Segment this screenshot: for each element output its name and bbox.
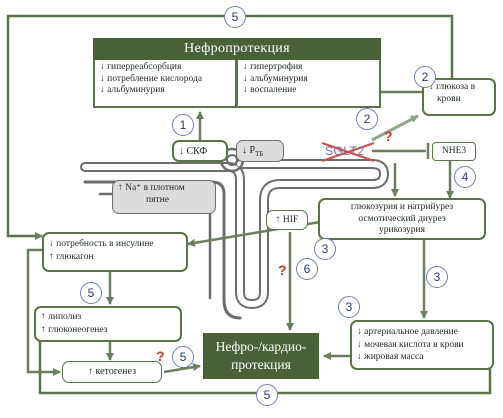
nephroprotection-left-panel: ↓ гиперреабсорбция ↓ потребление кислоро… xyxy=(93,60,237,108)
lipolysis-line: ↑ липолиз xyxy=(41,312,82,322)
insulin-line: ↓ потребность в инсулине xyxy=(49,239,154,249)
ptb-label: ↓ P xyxy=(242,145,256,156)
na-macula-box: ↑ Na⁺ в плотном пятне xyxy=(112,180,216,214)
hif-label: ↑ HIF xyxy=(275,215,299,225)
glucose-blood-box: ↓ глюкоза в крови xyxy=(422,78,496,116)
step-badge: 4 xyxy=(454,166,476,188)
nephro-left-item: ↓ гиперреабсорбция xyxy=(100,62,182,72)
step-badge: 5 xyxy=(256,384,278,406)
step-badge: 5 xyxy=(172,346,194,368)
step-badge: 6 xyxy=(296,258,318,280)
insulin-line: ↑ глюкагон xyxy=(49,251,94,262)
nephro-right-item: ↓ гипертрофия xyxy=(243,62,303,72)
nephroprotection-title: Нефропротекция xyxy=(93,38,381,60)
step-badge: 2 xyxy=(356,108,378,130)
nephroprotection-right-panel: ↓ гипертрофия ↓ альбуминурия ↓ воспалени… xyxy=(237,60,381,108)
gfr-label: ↓ СКФ xyxy=(179,146,208,157)
lipolysis-box: ↑ липолиз ↑ глюконеогенез xyxy=(34,306,182,342)
insulin-box: ↓ потребность в инсулине ↑ глюкагон xyxy=(42,232,188,272)
final-line: протекция xyxy=(231,357,291,372)
nephro-left-item: ↓ альбуминурия xyxy=(100,85,165,95)
sglt2-crossout xyxy=(321,142,375,162)
pressure-line: ↓ артериальное давление xyxy=(357,327,458,337)
ptb-sub: ТБ xyxy=(255,150,264,158)
glucosuria-line: урикозурия xyxy=(379,225,425,235)
top-loop-arrow xyxy=(6,14,454,240)
step-badge: 3 xyxy=(314,238,336,260)
na-line: ↑ Na⁺ в плотном xyxy=(118,183,185,193)
nephro-right-item: ↓ альбуминурия xyxy=(243,73,308,84)
lipolysis-line: ↑ глюконеогенез xyxy=(41,324,108,335)
pressure-tb-box: ↓ PТБ xyxy=(236,140,284,162)
pressure-line: ↓ мочевая кислота в крови xyxy=(357,339,464,350)
step-badge: 3 xyxy=(426,266,448,288)
question-mark: ? xyxy=(384,128,393,144)
glucose-line: ↓ глюкоза в xyxy=(429,82,476,92)
ketogenesis-box: ↑ кетогенез xyxy=(62,361,162,383)
step-badge: 1 xyxy=(172,114,194,136)
glucosuria-line: глюкозурия и натрийурез xyxy=(350,202,454,212)
glucose-line: крови xyxy=(437,93,461,104)
pressure-line: ↓ жировая масса xyxy=(357,352,424,362)
nhe3-label: NHE3 xyxy=(441,146,467,156)
step-badge: 5 xyxy=(80,282,102,304)
gfr-box: ↓ СКФ xyxy=(172,140,228,162)
step-badge: 3 xyxy=(338,296,360,318)
nephro-right-item: ↓ воспаление xyxy=(243,85,297,95)
nephro-cardio-protection-box: Нефро-/кардио- протекция xyxy=(203,333,319,379)
glucosuria-box: глюкозурия и натрийурез осмотический диу… xyxy=(318,198,486,240)
nhe3-box: NHE3 xyxy=(432,142,476,161)
sglt2-label: SGLT2 xyxy=(325,144,365,158)
question-mark: ? xyxy=(156,348,165,364)
ketogenesis-label: ↑ кетогенез xyxy=(87,366,137,377)
hif-box: ↑ HIF xyxy=(266,210,308,230)
glucosuria-line: осмотический диурез xyxy=(358,213,446,224)
pressure-box: ↓ артериальное давление ↓ мочевая кислот… xyxy=(350,320,494,370)
na-line: пятне xyxy=(146,194,169,205)
step-badge: 2 xyxy=(414,66,436,88)
nephro-left-item: ↓ потребление кислорода xyxy=(100,73,203,84)
step-badge: 5 xyxy=(224,6,246,28)
question-mark: ? xyxy=(278,262,287,278)
final-line: Нефро-/кардио- xyxy=(215,339,307,354)
